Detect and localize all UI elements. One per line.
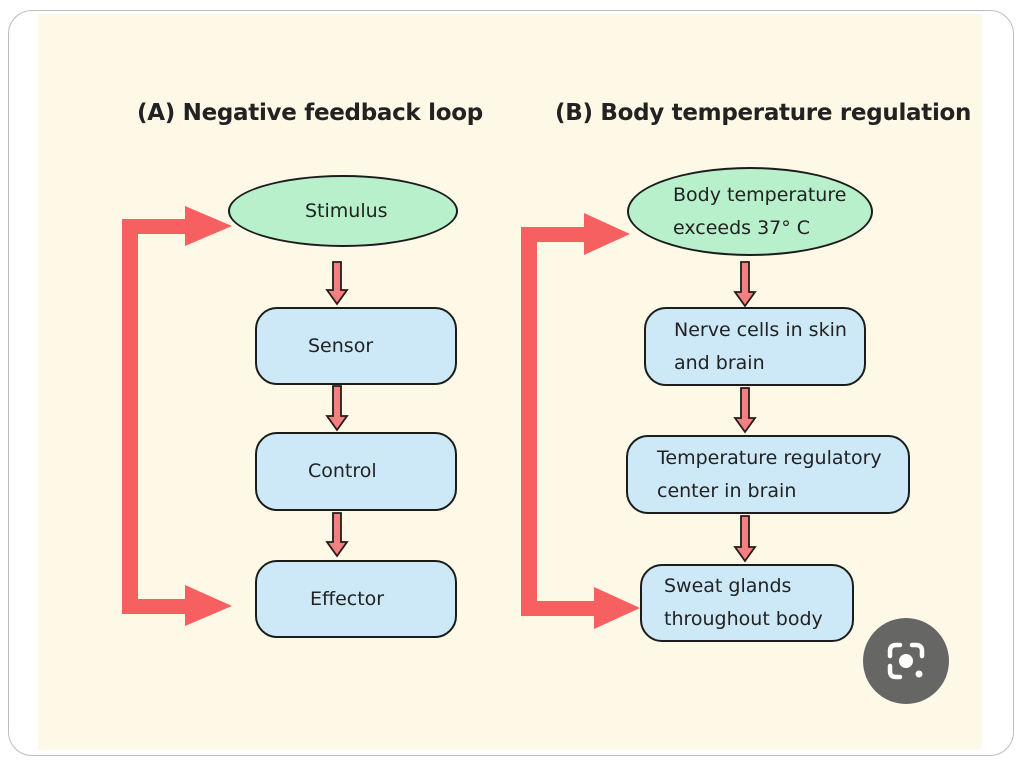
node-body-temperature-label: Body temperature exceeds 37° C xyxy=(673,183,847,239)
feedback-arrow-a xyxy=(122,206,232,626)
down-arrows-b xyxy=(733,261,757,563)
node-effector: Effector xyxy=(255,560,457,638)
google-lens-icon xyxy=(887,642,925,680)
down-arrows-a xyxy=(325,261,349,558)
node-sensor-label: Sensor xyxy=(308,334,374,357)
node-control-label: Control xyxy=(308,460,377,482)
title-negative-feedback-loop: (A) Negative feedback loop xyxy=(137,100,483,126)
node-nerve-cells-label: Nerve cells in skin and brain xyxy=(674,318,847,374)
node-sweat-glands-label: Sweat glands throughout body xyxy=(664,575,823,630)
node-nerve-cells: Nerve cells in skin and brain xyxy=(644,307,866,386)
node-stimulus: Stimulus xyxy=(228,175,458,247)
node-regulatory-center-label: Temperature regulatory center in brain xyxy=(657,446,882,502)
node-sweat-glands: Sweat glands throughout body xyxy=(640,564,854,642)
title-body-temperature-regulation: (B) Body temperature regulation xyxy=(555,100,972,126)
node-body-temperature: Body temperature exceeds 37° C xyxy=(627,167,873,256)
node-sensor: Sensor xyxy=(255,307,457,385)
feedback-arrow-b xyxy=(521,213,640,629)
node-regulatory-center: Temperature regulatory center in brain xyxy=(626,435,910,514)
node-control: Control xyxy=(255,432,457,511)
node-stimulus-label: Stimulus xyxy=(305,199,388,222)
node-effector-label: Effector xyxy=(310,587,385,610)
google-lens-button[interactable] xyxy=(863,618,949,704)
